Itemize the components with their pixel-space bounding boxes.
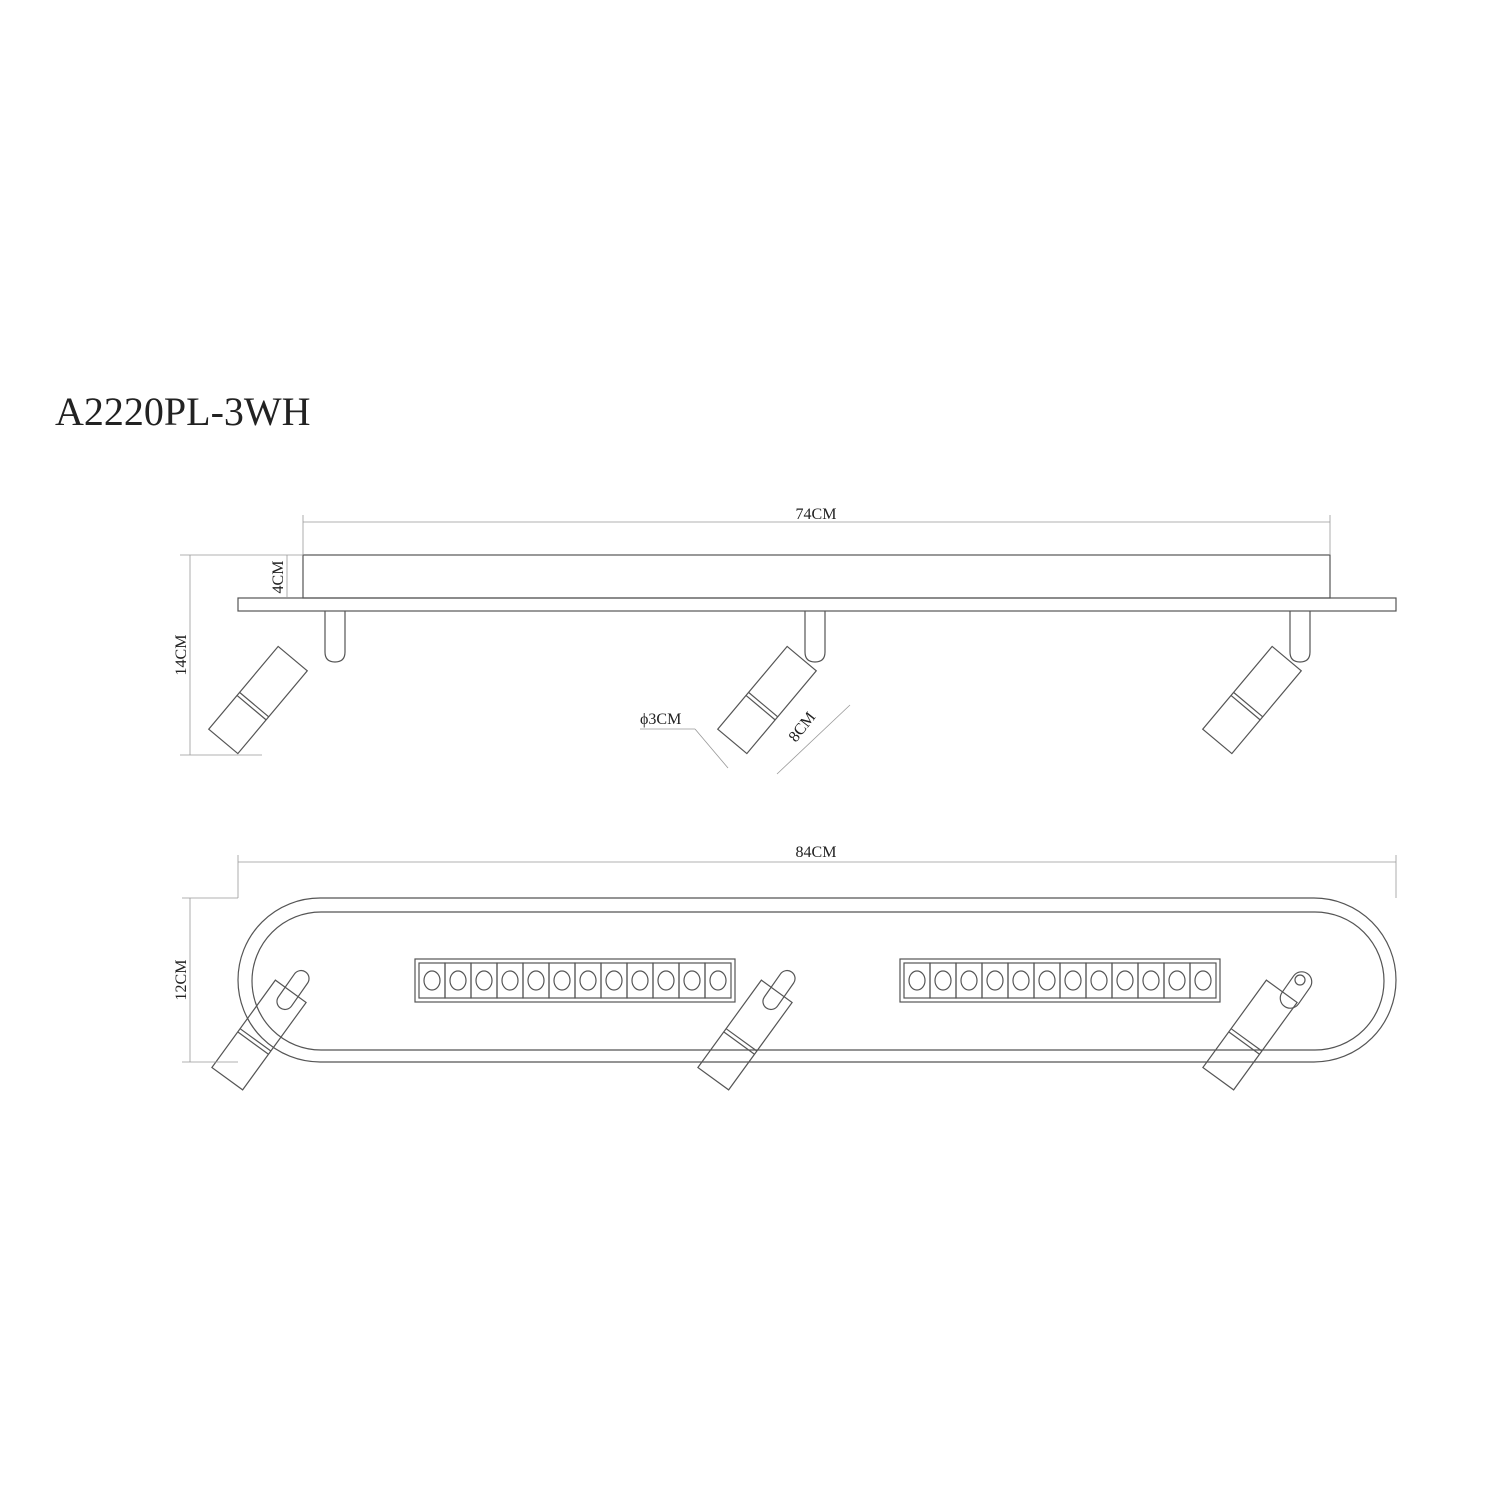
- led-lens: [605, 970, 623, 991]
- inner-outline: [251, 911, 1385, 1051]
- side-spotlight: [1201, 645, 1303, 755]
- led-lens: [1090, 970, 1108, 991]
- spot-stem: [1289, 611, 1311, 663]
- led-cell: [444, 962, 472, 999]
- led-lens: [1168, 970, 1186, 991]
- total-height-label: 14CM: [173, 635, 190, 676]
- led-lens: [527, 970, 545, 991]
- led-cell: [600, 962, 628, 999]
- led-cell: [929, 962, 957, 999]
- led-lens: [553, 970, 571, 991]
- led-lens: [657, 970, 675, 991]
- led-lens: [960, 970, 978, 991]
- led-cell: [1033, 962, 1061, 999]
- led-cell: [418, 962, 446, 999]
- led-lens: [631, 970, 649, 991]
- spot-pivot: [762, 969, 796, 1011]
- led-lens: [1194, 970, 1212, 991]
- led-lens: [1116, 970, 1134, 991]
- side-view: 74CM 4CM 14CM ϕ3CM 8CM: [173, 506, 1397, 775]
- led-lens: [908, 970, 926, 991]
- side-spotlight: [207, 645, 309, 755]
- led-cell: [1007, 962, 1035, 999]
- led-strip: [899, 958, 1221, 1003]
- led-cell: [496, 962, 524, 999]
- led-lens: [1038, 970, 1056, 991]
- led-strips: [414, 958, 1221, 1003]
- led-cell: [652, 962, 680, 999]
- led-lens: [986, 970, 1004, 991]
- led-cell: [522, 962, 550, 999]
- led-cell: [1085, 962, 1113, 999]
- led-cell: [981, 962, 1009, 999]
- bottom-spotlights: [211, 969, 1313, 1091]
- width-84-label: 84CM: [796, 844, 837, 861]
- led-cell: [1189, 962, 1217, 999]
- led-lens: [709, 970, 727, 991]
- diameter-label: ϕ3CM: [640, 711, 681, 728]
- model-title: A2220PL-3WH: [55, 389, 311, 434]
- spot-length-label: 8CM: [786, 709, 820, 745]
- led-lens: [475, 970, 493, 991]
- led-cell: [1137, 962, 1165, 999]
- led-cell: [1163, 962, 1191, 999]
- side-spotlight: [716, 645, 818, 755]
- led-cell: [1059, 962, 1087, 999]
- width-74-label: 74CM: [796, 506, 837, 523]
- led-cell: [704, 962, 732, 999]
- outer-outline: [237, 897, 1397, 1063]
- led-lens: [1142, 970, 1160, 991]
- led-strip: [414, 958, 736, 1003]
- spot-stem: [804, 611, 826, 663]
- led-cell: [470, 962, 498, 999]
- depth-label: 12CM: [173, 960, 190, 1001]
- spot-pivot: [276, 969, 310, 1011]
- led-cell: [1111, 962, 1139, 999]
- led-cell: [548, 962, 576, 999]
- led-cell: [574, 962, 602, 999]
- base-plate: [237, 597, 1397, 612]
- led-lens: [449, 970, 467, 991]
- led-cell: [955, 962, 983, 999]
- led-lens: [934, 970, 952, 991]
- bottom-view: 84CM 12CM: [173, 844, 1397, 1091]
- vent-slots: [423, 572, 1196, 593]
- side-spotlights: [207, 611, 1311, 755]
- body-bar: [302, 554, 1331, 599]
- led-lens: [683, 970, 701, 991]
- led-cell: [626, 962, 654, 999]
- led-lens: [579, 970, 597, 991]
- led-lens: [423, 970, 441, 991]
- led-lens: [1064, 970, 1082, 991]
- led-cell: [678, 962, 706, 999]
- bottom-spotlight: [211, 979, 307, 1091]
- led-lens: [501, 970, 519, 991]
- spot-pivot: [1279, 971, 1313, 1009]
- spot-stem: [324, 611, 346, 663]
- body-height-label: 4CM: [270, 561, 287, 594]
- led-lens: [1012, 970, 1030, 991]
- pivot-hole: [1294, 974, 1306, 986]
- led-cell: [903, 962, 931, 999]
- bottom-spotlight: [1202, 979, 1298, 1091]
- bottom-spotlight: [697, 979, 793, 1091]
